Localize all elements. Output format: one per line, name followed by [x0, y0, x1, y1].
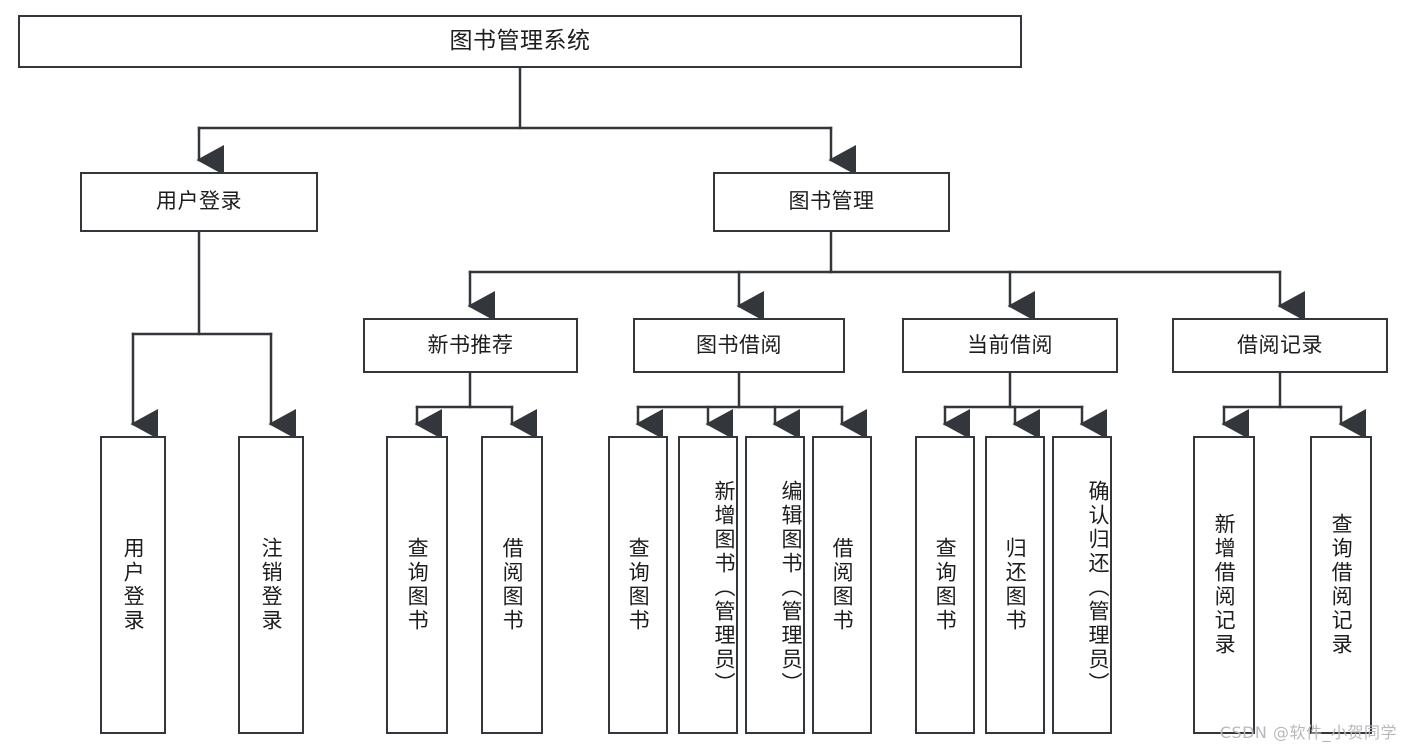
leaf-add-book-admin[interactable]: 新增图书（管理员） [678, 436, 738, 734]
node-root-system[interactable]: 图书管理系统 [18, 15, 1022, 68]
leaf-add-borrow-record[interactable]: 新增借阅记录 [1193, 436, 1255, 734]
node-new-book-recommend[interactable]: 新书推荐 [363, 318, 578, 373]
leaf-query-book-current[interactable]: 查询图书 [915, 436, 975, 734]
leaf-borrow-book-recommend[interactable]: 借阅图书 [481, 436, 543, 734]
leaf-query-book-borrow[interactable]: 查询图书 [608, 436, 668, 734]
leaf-query-book-recommend[interactable]: 查询图书 [386, 436, 448, 734]
leaf-query-borrow-record[interactable]: 查询借阅记录 [1310, 436, 1372, 734]
node-book-management[interactable]: 图书管理 [713, 172, 950, 232]
node-borrow-record[interactable]: 借阅记录 [1172, 318, 1388, 373]
node-user-login[interactable]: 用户登录 [80, 172, 318, 232]
node-book-borrow[interactable]: 图书借阅 [633, 318, 845, 373]
leaf-confirm-return-admin[interactable]: 确认归还（管理员） [1052, 436, 1112, 734]
csdn-watermark: CSDN @软件_小贺同学 [1219, 723, 1397, 742]
node-current-borrow[interactable]: 当前借阅 [902, 318, 1118, 373]
leaf-edit-book-admin[interactable]: 编辑图书（管理员） [745, 436, 805, 734]
leaf-return-book[interactable]: 归还图书 [985, 436, 1045, 734]
leaf-user-logout[interactable]: 注销登录 [238, 436, 304, 734]
leaf-user-login[interactable]: 用户登录 [100, 436, 166, 734]
leaf-borrow-book[interactable]: 借阅图书 [812, 436, 872, 734]
